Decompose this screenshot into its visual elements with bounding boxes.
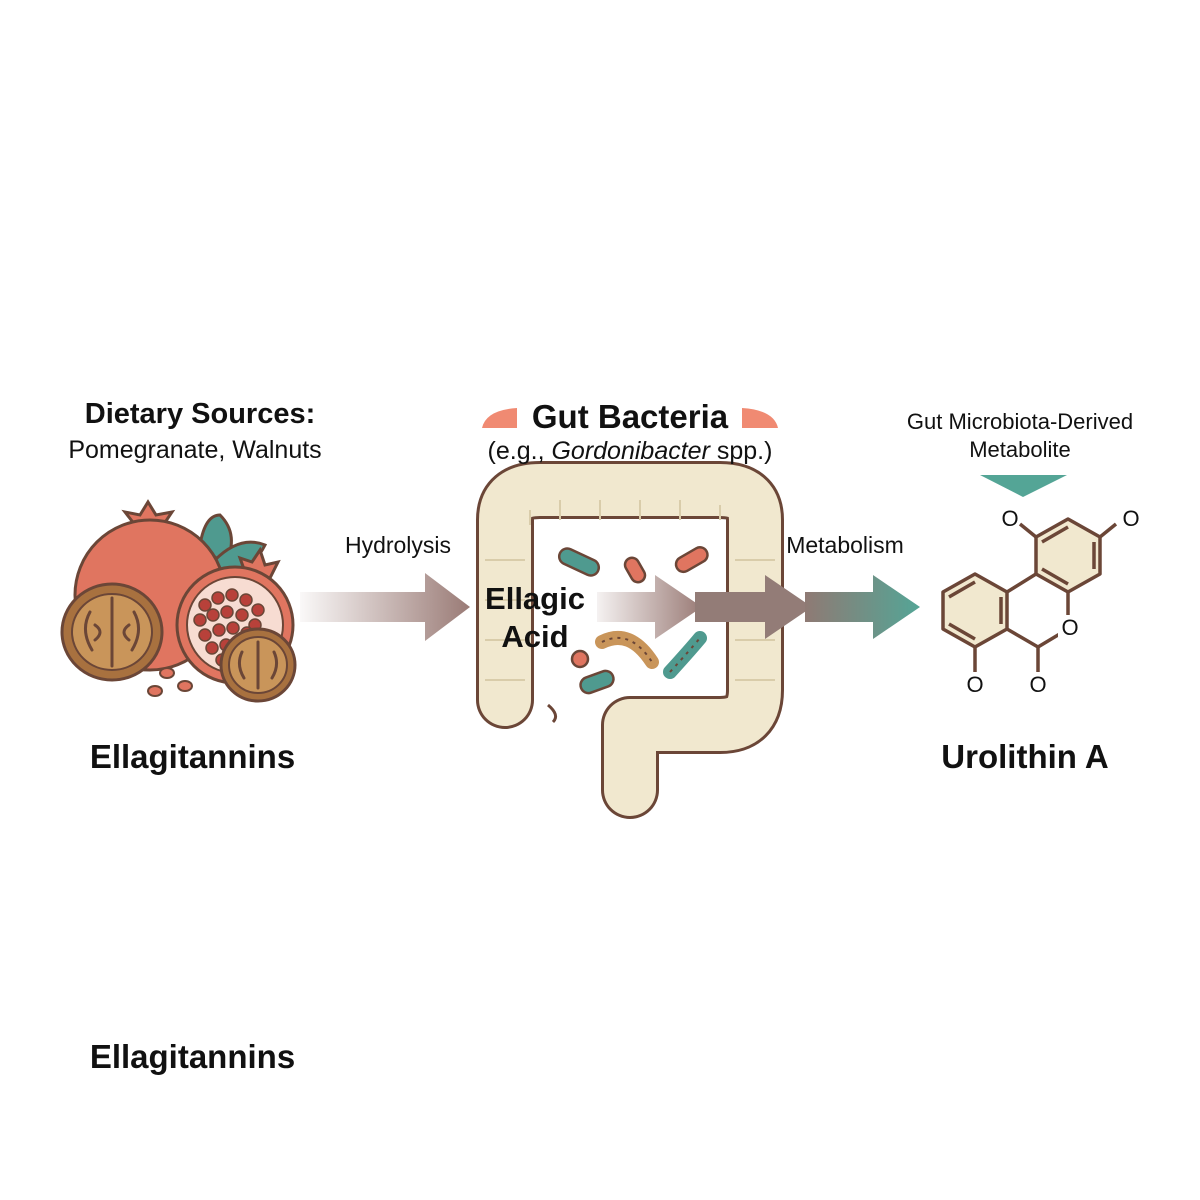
ellagitannins-label: Ellagitannins	[89, 738, 296, 775]
metabolite-line-1: Gut Microbiota-Derived	[906, 409, 1134, 434]
metabolite-line-2: Metabolite	[969, 437, 1071, 462]
metabolism-arrow-2	[695, 575, 812, 639]
ellagic-line-2: Acid	[501, 619, 569, 654]
ellagitannins-label-repeat: Ellagitannins	[89, 1038, 296, 1075]
urolithin-a-label: Urolithin A	[941, 738, 1109, 775]
sources-subtitle: Pomegranate, Walnuts	[68, 436, 322, 464]
hydrolysis-arrow	[300, 573, 470, 641]
pomegranate-walnut-icon	[60, 499, 297, 703]
gut-bacteria-title: Gut Bacteria	[531, 398, 729, 435]
atom-label-o: O	[1058, 615, 1082, 641]
example-genus: Gordonibacter	[551, 437, 710, 465]
atom-label-o: O	[966, 672, 984, 697]
accent-left-icon	[482, 408, 517, 428]
sources-title: Dietary Sources:	[84, 398, 316, 430]
example-suffix: spp.)	[709, 437, 773, 465]
example-prefix: (e.g.,	[487, 437, 552, 465]
metabolite-pointer-icon	[980, 475, 1067, 497]
atom-label-o: O	[1001, 506, 1019, 531]
metabolism-arrow-3	[805, 575, 920, 639]
hydrolysis-label: Hydrolysis	[344, 532, 452, 558]
metabolism-label: Metabolism	[786, 532, 904, 558]
atom-label-o: O	[1029, 672, 1047, 697]
gut-bacteria-example: (e.g., Gordonibacter spp.)	[460, 437, 800, 466]
atom-label-o: O	[1122, 506, 1140, 531]
accent-right-icon	[742, 408, 778, 428]
colon-icon	[476, 461, 784, 819]
urolithin-structure-icon	[941, 517, 1118, 672]
metabolism-arrow-1	[597, 575, 702, 639]
ellagic-line-1: Ellagic	[485, 581, 585, 616]
bacteria-icon	[557, 546, 709, 695]
